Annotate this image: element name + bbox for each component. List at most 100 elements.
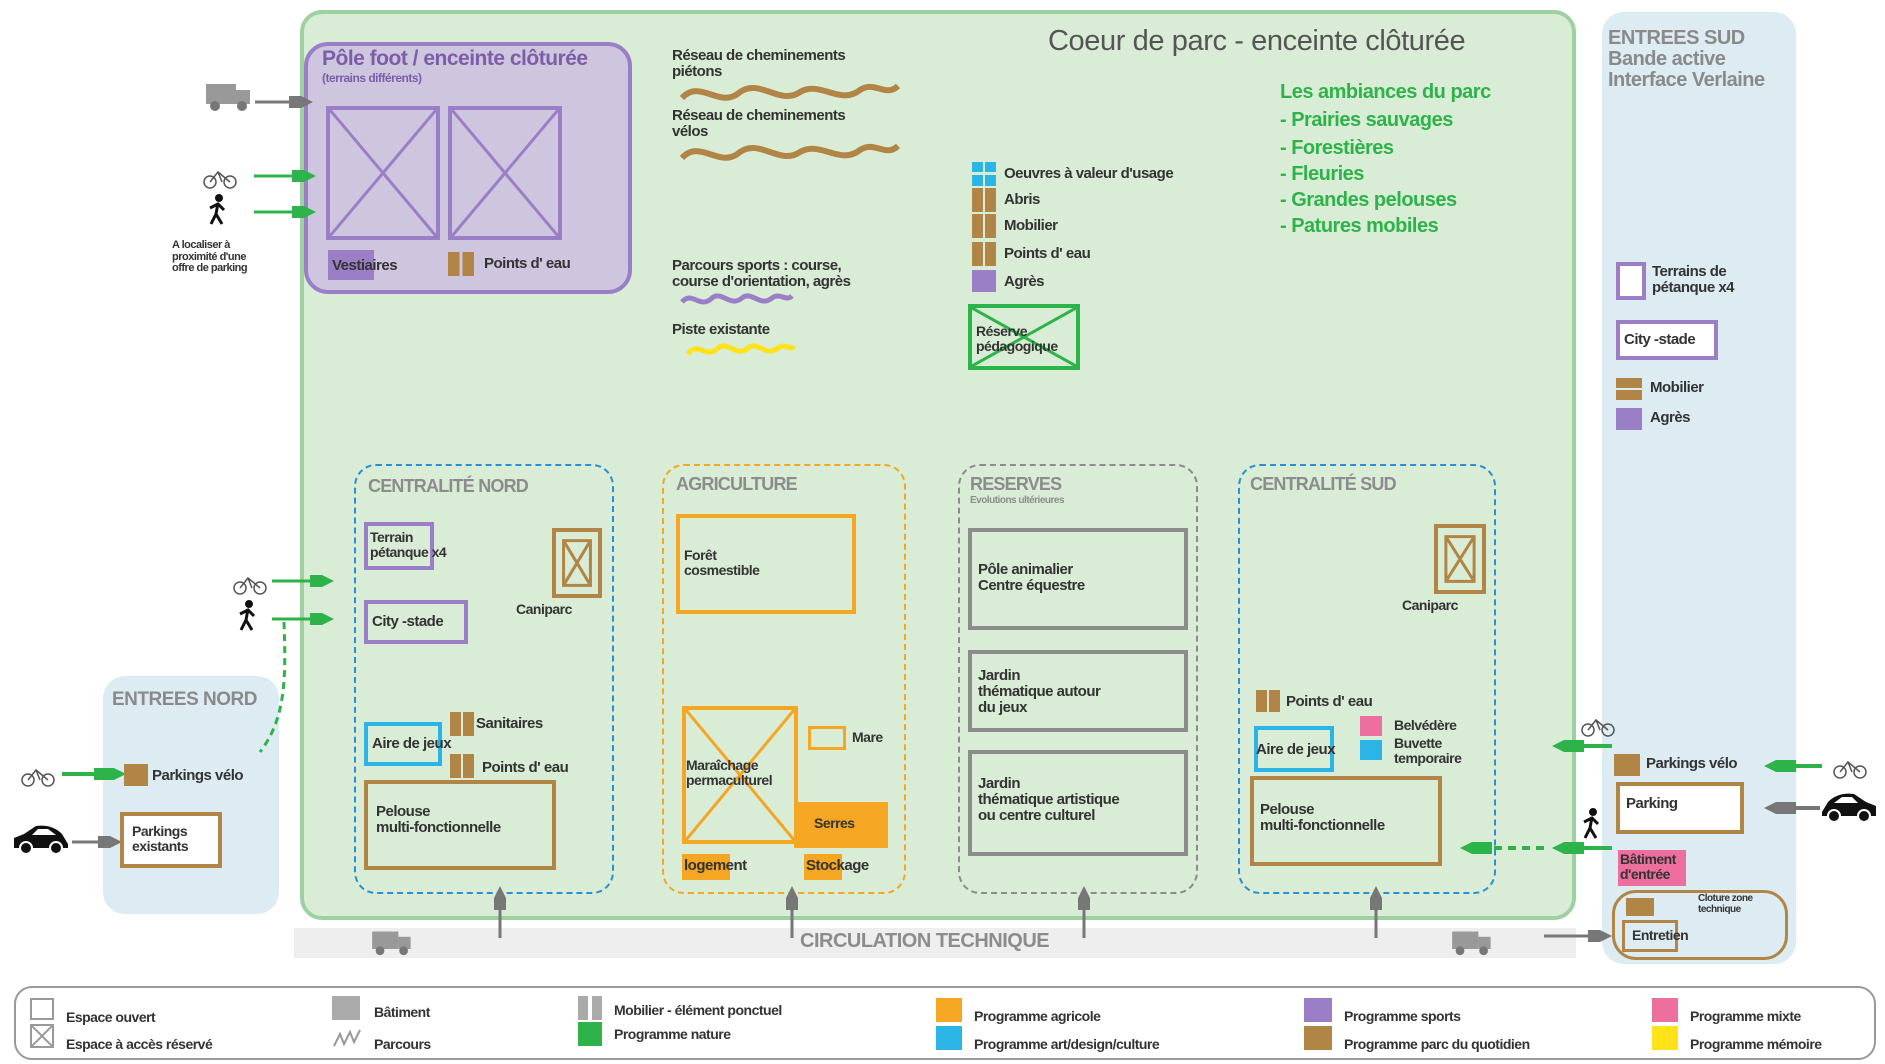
parking-note: A localiser à proximité d'une offre de p… — [172, 239, 248, 275]
mare-label: Mare — [852, 729, 883, 745]
legend-batiment-label: Bâtiment — [374, 1004, 430, 1020]
sud-bicycle-icon — [1581, 718, 1615, 737]
entrees-sud-title: ENTREES SUD Bande active Interface Verla… — [1608, 27, 1765, 91]
nord-aire-jeux-box — [364, 722, 442, 766]
ambiance-item: - Fleuries — [1280, 163, 1364, 185]
stockage-label: Stockage — [806, 857, 869, 874]
legend-memoire-label: Programme mémoire — [1690, 1036, 1822, 1052]
entrees-nord-title: ENTREES NORD — [112, 689, 257, 710]
nord-petanque-box — [364, 522, 434, 570]
legend-espace-reserve-icon — [30, 1024, 54, 1048]
nord-bike-arrow — [272, 575, 334, 587]
circulation-up-arrow — [494, 886, 506, 938]
sud-city-stade-box — [1616, 320, 1718, 360]
circulation-up-arrow — [786, 886, 798, 938]
nord-parkings-velo-label: Parkings vélo — [152, 767, 244, 784]
nord-pelouse-label: Pelouse multi-fonctionnelle — [376, 803, 501, 836]
agres-icon — [972, 270, 996, 292]
entrees-nord-bicycle-icon — [21, 768, 55, 787]
pole-foot-title: Pôle foot / enceinte clôturée — [322, 47, 588, 70]
reserves-title: RESERVES — [970, 474, 1062, 494]
centralite-nord-zone — [354, 464, 614, 894]
foot-field-2 — [448, 106, 562, 240]
mobilier-label: Mobilier — [1004, 217, 1058, 234]
nord-caniparc-label: Caniparc — [516, 601, 572, 617]
legend-art-icon — [936, 1026, 962, 1050]
foot-points-eau-label: Points d' eau — [484, 255, 571, 272]
entrees-nord-panel — [103, 676, 279, 914]
vestiaires-label: Vestiaires — [332, 257, 398, 274]
mare-box — [808, 726, 846, 750]
legend-espace-ouvert-label: Espace ouvert — [66, 1009, 156, 1025]
maraichage-label: Maraîchage permaculturel — [686, 757, 773, 788]
nord-aire-jeux-label: Aire de jeux — [372, 735, 452, 752]
jardin-artistique-box — [968, 750, 1188, 856]
legend-parcours-label: Parcours — [374, 1036, 431, 1052]
nord-points-eau-icon — [450, 754, 474, 778]
bike-arrow-pole — [254, 170, 316, 182]
piste-existante-label: Piste existante — [672, 321, 770, 338]
sud-petanque-label: Terrains de pétanque x4 — [1652, 263, 1735, 296]
legend-nature-icon — [578, 1022, 602, 1046]
circulation-truck-icon — [1452, 931, 1491, 956]
nord-city-stade-box — [364, 600, 468, 644]
sud-parking-box — [1616, 782, 1744, 834]
maraichage-box — [682, 706, 798, 844]
sud-pelouse-box — [1250, 776, 1442, 866]
truck-arrow — [255, 96, 313, 108]
legend-parcours-icon — [333, 1029, 361, 1047]
sud-parking-label: Parking — [1626, 795, 1678, 812]
foot-points-eau-icon — [448, 252, 474, 276]
truck-icon — [206, 84, 250, 111]
pedestrian-icon — [209, 194, 226, 225]
jardin-artistique-label: Jardin thématique artistique ou centre c… — [978, 775, 1120, 824]
mobilier-icon — [972, 214, 996, 238]
jardin-jeux-label: Jardin thématique autour du jeux — [978, 667, 1101, 716]
circulation-band — [294, 928, 1576, 958]
legend-mixte-icon — [1652, 998, 1678, 1022]
sud-aire-jeux-box — [1254, 726, 1334, 772]
oeuvres-icon — [972, 162, 996, 186]
nord-bicycle-icon — [233, 576, 267, 595]
parkings-existants-box — [120, 812, 222, 868]
centralite-sud-zone — [1238, 464, 1496, 894]
centralite-sud-title: CENTRALITÉ SUD — [1250, 474, 1397, 494]
nord-sanitaires-label: Sanitaires — [476, 715, 543, 732]
legend-espace-reserve-label: Espace à accès réservé — [66, 1036, 213, 1052]
sud-centralite-points-eau-label: Points d' eau — [1286, 693, 1373, 710]
bicycle-icon — [203, 170, 237, 189]
right-bicycle-icon — [1833, 760, 1867, 779]
legend-agricole-icon — [936, 998, 962, 1022]
buvette-icon — [1360, 740, 1382, 760]
belvedere-icon — [1360, 716, 1382, 736]
cheminements-velos-label: Réseau de cheminements vélos — [672, 107, 846, 140]
nord-dashed-link — [258, 621, 287, 753]
legend-mixte-label: Programme mixte — [1690, 1008, 1801, 1024]
parkings-existants-label: Parkings existants — [132, 823, 189, 854]
entrees-nord-car-icon — [14, 825, 68, 855]
batiment-entree-block — [1618, 850, 1686, 886]
agriculture-zone — [662, 464, 906, 894]
right-car-icon — [1822, 793, 1876, 823]
circulation-up-arrow — [1078, 886, 1090, 938]
nord-pedestrian-icon — [239, 600, 256, 631]
batiment-entree-label: Bâtiment d'entrée — [1620, 851, 1676, 882]
right-car-arrow — [1764, 802, 1820, 814]
ambiance-item: - Patures mobiles — [1280, 215, 1439, 237]
nord-city-stade-label: City -stade — [372, 613, 444, 630]
sud-agres-icon — [1616, 408, 1642, 430]
ambiance-item: - Grandes pelouses — [1280, 189, 1457, 211]
oeuvres-label: Oeuvres à valeur d'usage — [1004, 165, 1174, 182]
abris-label: Abris — [1004, 191, 1040, 208]
pietons-path-icon — [680, 83, 900, 101]
zone-technique-arrow — [1544, 930, 1612, 942]
points-eau-icon — [972, 242, 996, 266]
nord-parkings-velo-icon — [124, 764, 148, 786]
foret-label: Forêt cosmestible — [684, 547, 760, 578]
entrees-nord-bike-arrow — [62, 768, 126, 780]
belvedere-label: Belvédère — [1394, 717, 1457, 733]
sud-city-stade-label: City -stade — [1624, 331, 1696, 348]
pole-foot-subtitle: (terrains différents) — [322, 71, 422, 85]
logement-block — [682, 854, 730, 880]
entretien-label: Entretien — [1632, 927, 1689, 943]
